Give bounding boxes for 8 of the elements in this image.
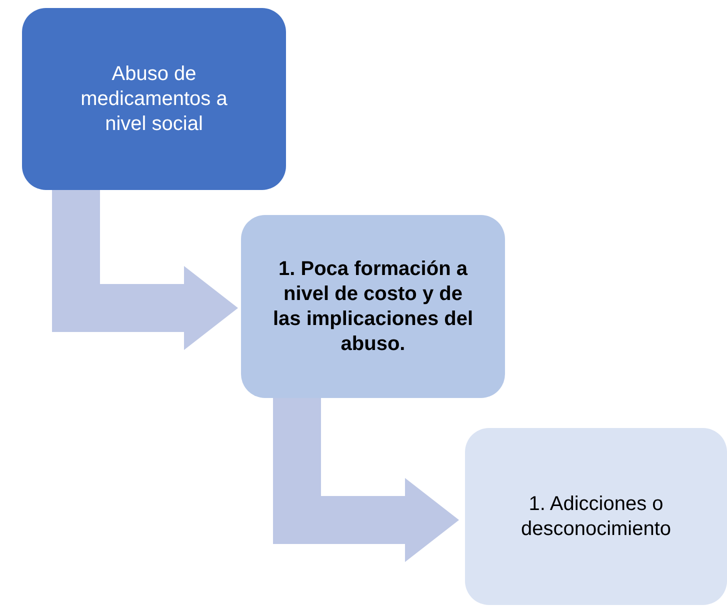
box-text: 1. Poca formación a nivel de costo y de las implicaciones del abuso. bbox=[272, 256, 474, 356]
box-text: 1. Adicciones o desconocimiento bbox=[520, 492, 672, 542]
bent-arrow bbox=[52, 190, 238, 350]
process-box bbox=[22, 8, 286, 190]
process-box bbox=[465, 428, 727, 605]
process-box bbox=[241, 215, 505, 398]
box-text: Abuso de medicamentos a nivel social bbox=[80, 62, 228, 136]
bent-arrow bbox=[273, 398, 459, 562]
